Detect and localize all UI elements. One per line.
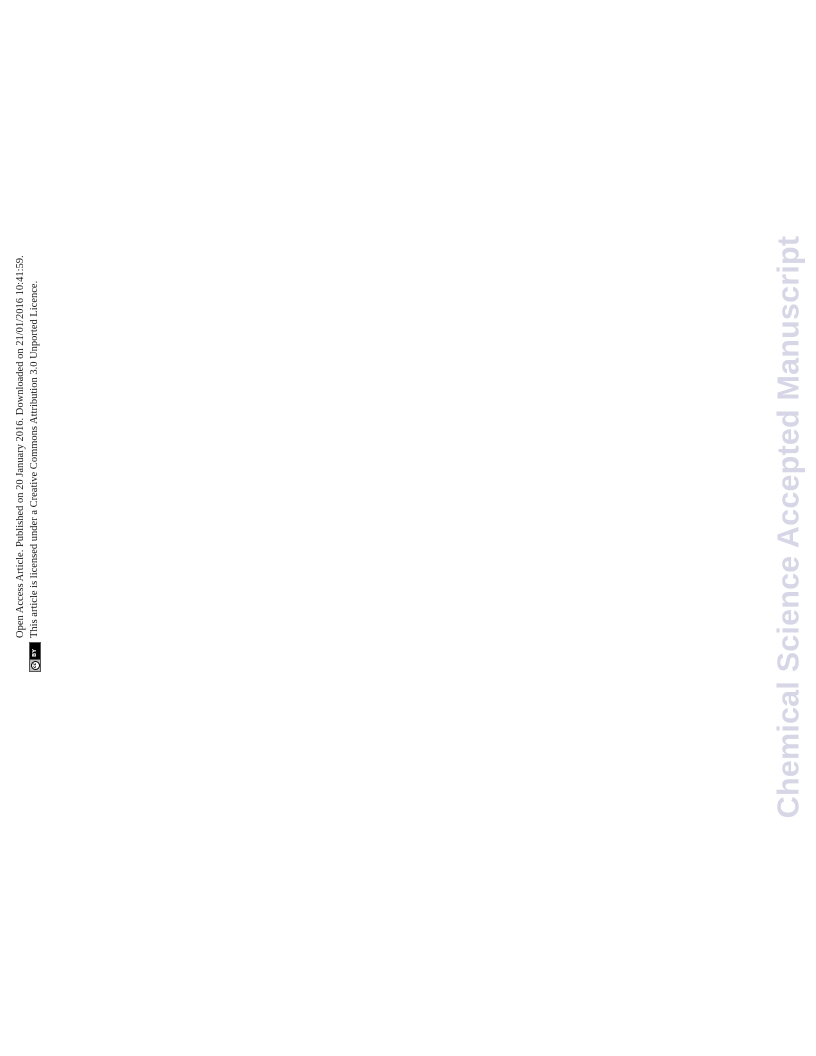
- cc-by-icon[interactable]: cc BY: [29, 642, 41, 672]
- publication-notice-line: Open Access Article. Published on 20 Jan…: [14, 212, 28, 672]
- cc-circle-icon: cc: [29, 659, 41, 671]
- accepted-manuscript-watermark: Chemical Science Accepted Manuscript: [771, 235, 806, 819]
- open-access-notice: Open Access Article. Published on 20 Jan…: [14, 212, 42, 672]
- cc-by-label: BY: [32, 648, 38, 657]
- cc-logo-text: cc: [30, 661, 40, 670]
- publication-notice-text: Open Access Article. Published on 20 Jan…: [15, 255, 26, 638]
- licence-notice-text: This article is licensed under a Creativ…: [29, 280, 40, 638]
- licence-notice-line: cc BY This article is licensed under a C…: [28, 212, 42, 672]
